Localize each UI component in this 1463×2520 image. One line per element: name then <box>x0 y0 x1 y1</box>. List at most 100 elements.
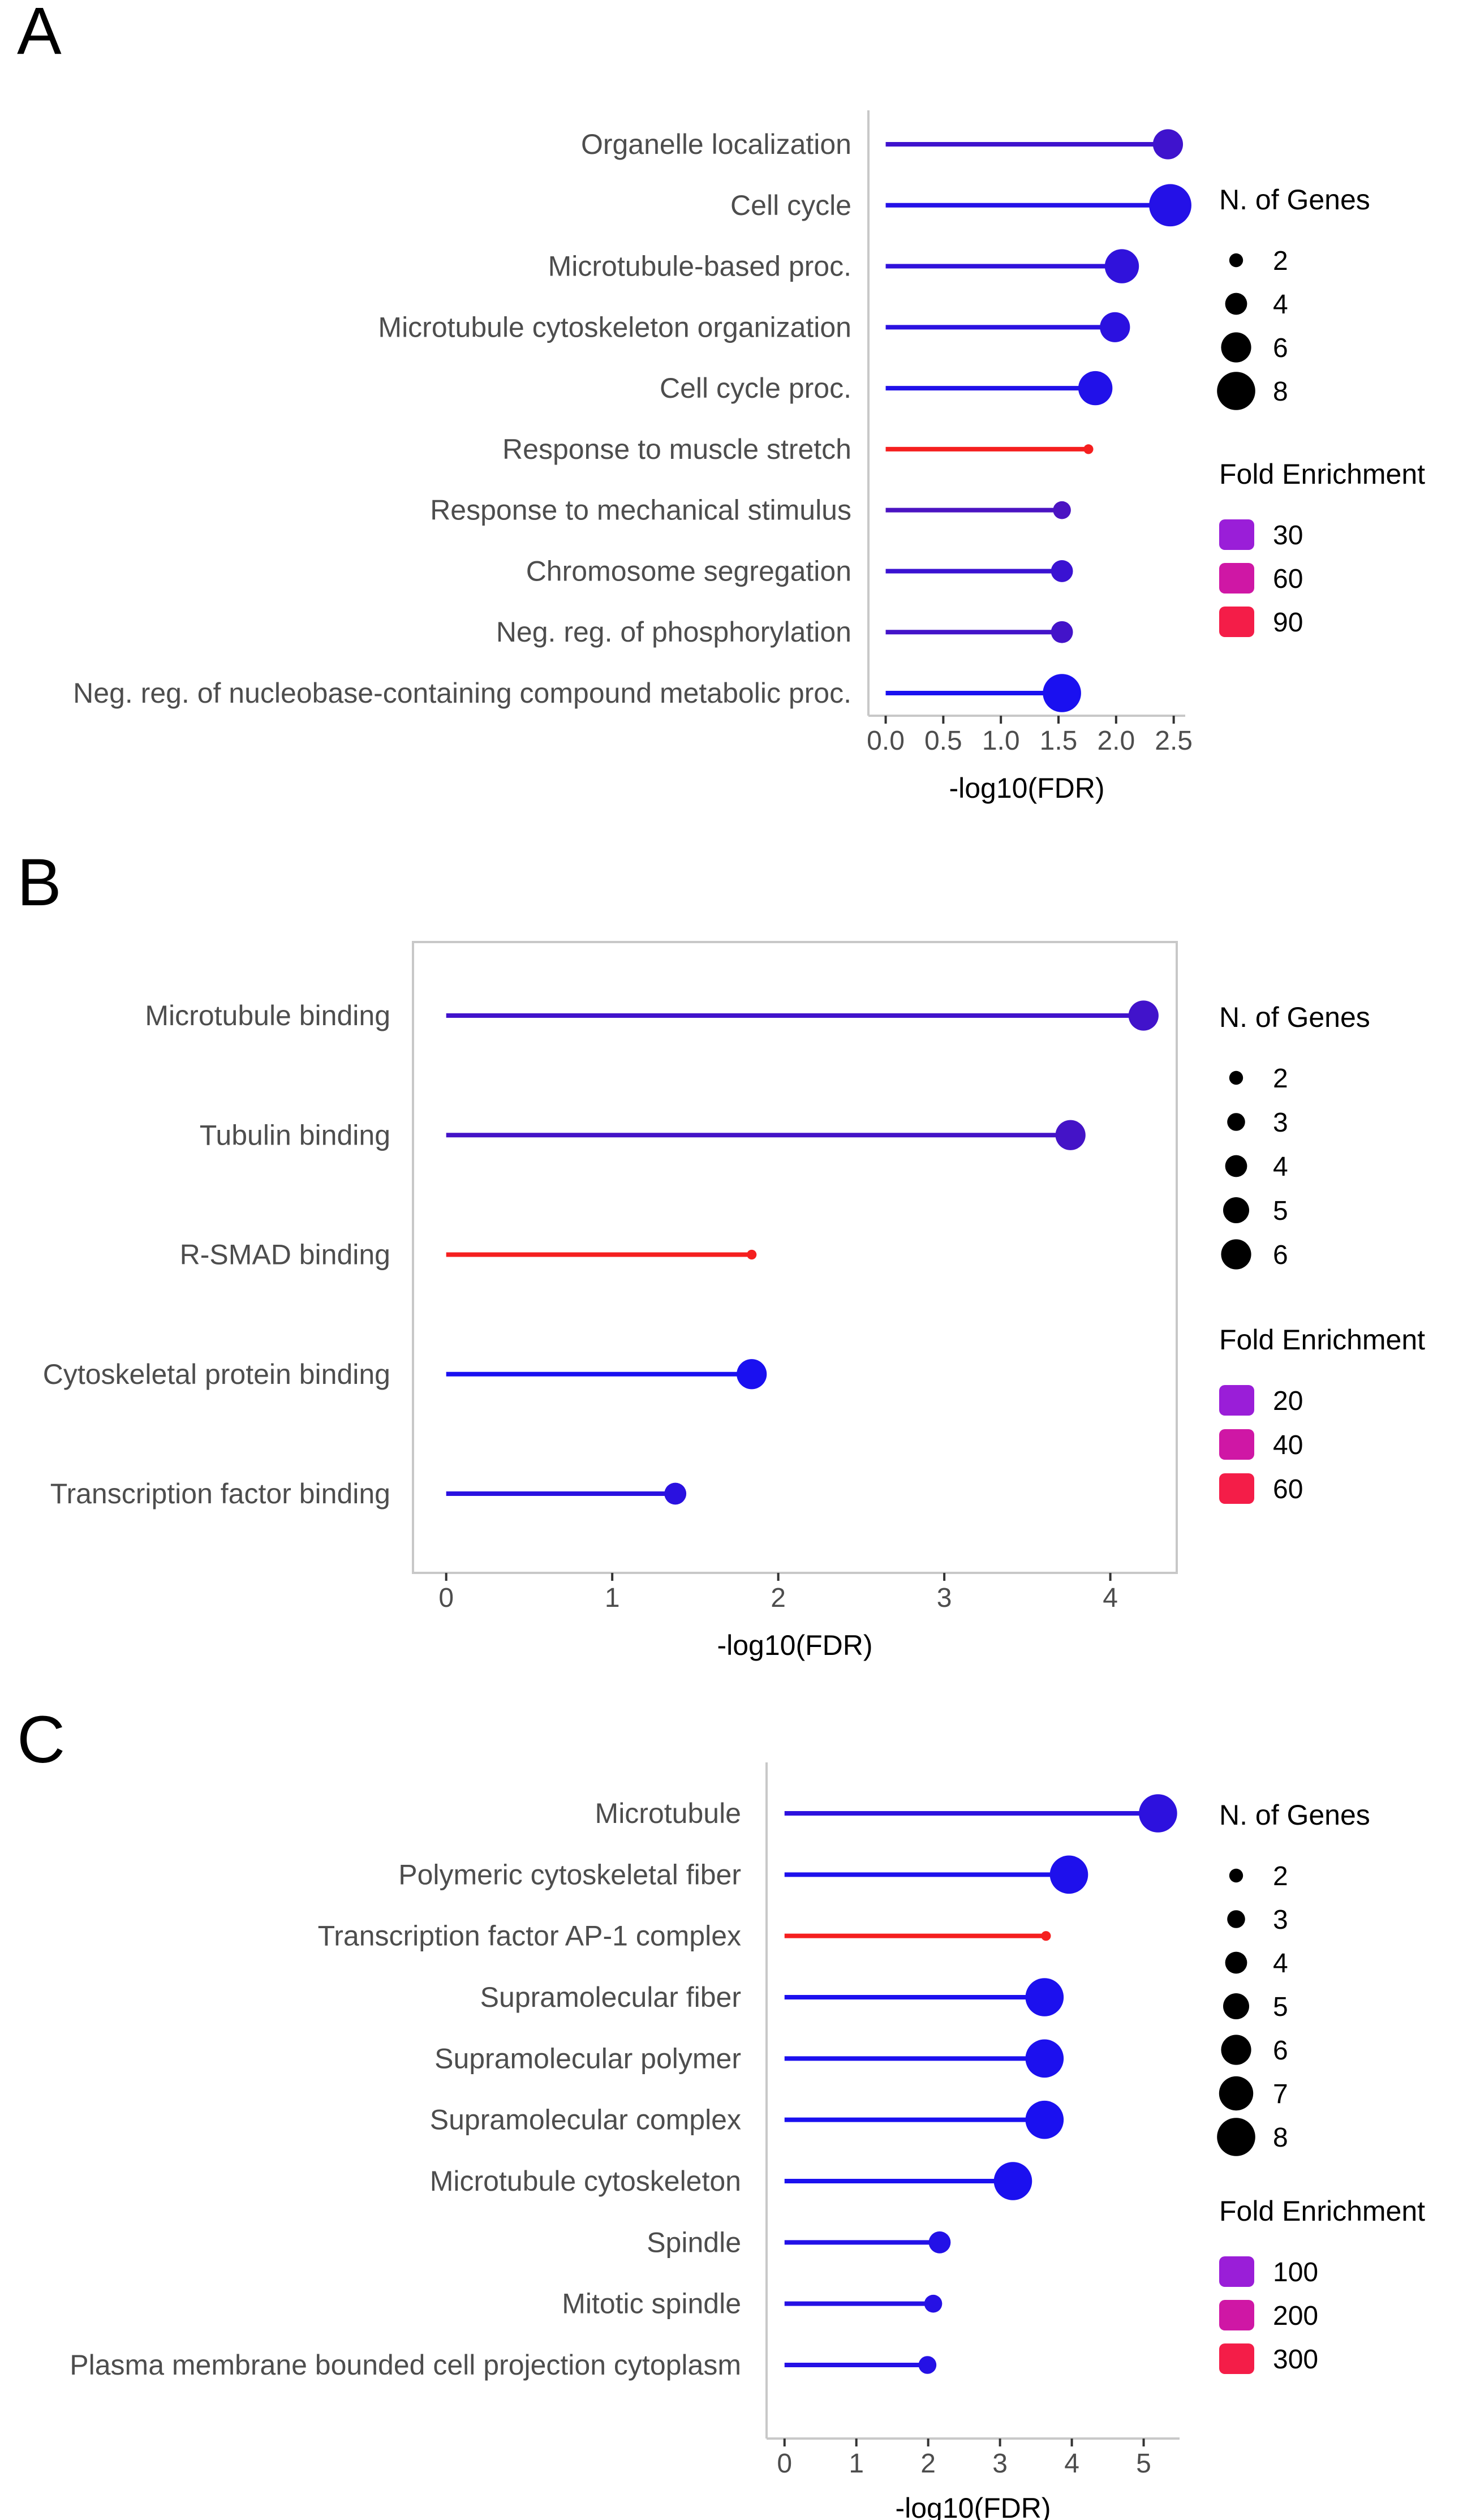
size-legend-label: 4 <box>1273 1949 1288 1979</box>
size-legend-dot <box>1229 253 1243 268</box>
category-label: Microtubule <box>595 1797 741 1829</box>
size-legend-label: 5 <box>1273 1992 1288 2022</box>
size-legend-dot <box>1217 2118 1255 2156</box>
x-tick-label: 2 <box>920 2449 936 2479</box>
lollipop-point <box>1100 312 1130 342</box>
color-legend-swatch <box>1219 563 1254 594</box>
category-label: Cytoskeletal protein binding <box>43 1358 390 1390</box>
x-tick-label: 1.5 <box>1040 726 1078 756</box>
color-legend-swatch <box>1219 1429 1254 1460</box>
size-legend-dot <box>1223 1197 1249 1223</box>
color-legend-title: Fold Enrichment <box>1219 1324 1425 1356</box>
x-tick-label: 0 <box>777 2449 792 2479</box>
color-legend-label: 30 <box>1273 521 1303 551</box>
x-tick-label: 5 <box>1136 2449 1151 2479</box>
lollipop-point <box>747 1249 757 1260</box>
lollipop-point <box>1051 560 1073 582</box>
lollipop-point <box>1025 1978 1064 2016</box>
x-tick-label: 1 <box>849 2449 864 2479</box>
lollipop-point <box>1055 1120 1086 1150</box>
size-legend-dot <box>1221 332 1251 363</box>
size-legend-dot <box>1225 293 1247 315</box>
category-label: Neg. reg. of phosphorylation <box>496 616 851 648</box>
x-axis-title: -log10(FDR) <box>949 772 1104 804</box>
x-tick-label: 3 <box>937 1583 952 1613</box>
x-tick-label: 4 <box>1103 1583 1118 1613</box>
panel-letter: B <box>17 845 62 920</box>
lollipop-point <box>1139 1794 1177 1833</box>
color-legend-label: 60 <box>1273 564 1303 594</box>
category-label: Mitotic spindle <box>562 2288 741 2320</box>
x-tick-label: 0 <box>438 1583 454 1613</box>
lollipop-point <box>1043 674 1081 712</box>
size-legend-dot <box>1225 1155 1247 1177</box>
panel-letter: A <box>17 0 62 68</box>
category-label: Organelle localization <box>581 128 851 160</box>
category-label: Transcription factor AP-1 complex <box>318 1920 741 1952</box>
lollipop-point <box>664 1482 687 1505</box>
color-legend-swatch <box>1219 2343 1254 2374</box>
size-legend-label: 8 <box>1273 377 1288 407</box>
size-legend-dot <box>1227 1910 1245 1928</box>
size-legend-label: 2 <box>1273 246 1288 276</box>
lollipop-point <box>928 2231 951 2254</box>
color-legend-title: Fold Enrichment <box>1219 458 1425 490</box>
lollipop-point <box>1128 1000 1159 1031</box>
category-label: Chromosome segregation <box>526 555 851 587</box>
lollipop-point <box>1053 501 1071 519</box>
lollipop-point <box>1152 129 1184 160</box>
size-legend-label: 2 <box>1273 1861 1288 1891</box>
x-tick-label: 1 <box>605 1583 620 1613</box>
size-legend-label: 7 <box>1273 2079 1288 2109</box>
size-legend-dot <box>1229 1070 1243 1085</box>
lollipop-point <box>1149 184 1191 227</box>
x-axis-title: -log10(FDR) <box>717 1629 872 1661</box>
x-tick-label: 0.5 <box>924 726 962 756</box>
category-label: Cell cycle proc. <box>660 372 851 404</box>
category-label: Transcription factor binding <box>50 1478 390 1510</box>
category-label: Response to muscle stretch <box>502 433 851 465</box>
x-tick-label: 1.0 <box>982 726 1020 756</box>
size-legend-label: 6 <box>1273 333 1288 363</box>
category-label: Supramolecular complex <box>430 2104 741 2136</box>
color-legend-swatch <box>1219 2256 1254 2287</box>
size-legend-label: 2 <box>1273 1064 1288 1094</box>
color-legend-swatch <box>1219 607 1254 637</box>
x-tick-label: 2.0 <box>1097 726 1135 756</box>
category-label: Spindle <box>647 2226 741 2258</box>
size-legend-title: N. of Genes <box>1219 184 1370 216</box>
color-legend-swatch <box>1219 1385 1254 1416</box>
lollipop-point <box>924 2294 943 2313</box>
lollipop-point <box>1025 2039 1064 2078</box>
lollipop-point <box>1104 249 1139 283</box>
size-legend-dot <box>1217 372 1255 410</box>
color-legend-label: 40 <box>1273 1430 1303 1460</box>
lollipop-point <box>1049 1855 1088 1894</box>
size-legend-dot <box>1221 1239 1251 1270</box>
color-legend-label: 200 <box>1273 2301 1318 2331</box>
category-label: Response to mechanical stimulus <box>430 494 851 526</box>
size-legend-dot <box>1221 2035 1251 2065</box>
size-legend-dot <box>1219 2076 1254 2111</box>
size-legend-label: 4 <box>1273 290 1288 320</box>
category-label: Tubulin binding <box>200 1119 390 1151</box>
category-label: Plasma membrane bounded cell projection … <box>70 2349 741 2381</box>
category-label: Supramolecular polymer <box>434 2042 741 2074</box>
size-legend-dot <box>1229 1868 1243 1883</box>
size-legend-label: 6 <box>1273 1240 1288 1270</box>
x-tick-label: 2.5 <box>1155 726 1193 756</box>
size-legend-dot <box>1223 1993 1249 2019</box>
color-legend-swatch <box>1219 1473 1254 1504</box>
color-legend-swatch <box>1219 2300 1254 2330</box>
category-label: Microtubule-based proc. <box>548 251 851 282</box>
lollipop-point <box>737 1359 767 1390</box>
category-label: Neg. reg. of nucleobase-containing compo… <box>73 677 851 709</box>
size-legend-label: 8 <box>1273 2123 1288 2153</box>
size-legend-dot <box>1227 1113 1245 1131</box>
category-label: Polymeric cytoskeletal fiber <box>398 1859 741 1890</box>
color-legend-title: Fold Enrichment <box>1219 2195 1425 2227</box>
size-legend-label: 6 <box>1273 2036 1288 2066</box>
